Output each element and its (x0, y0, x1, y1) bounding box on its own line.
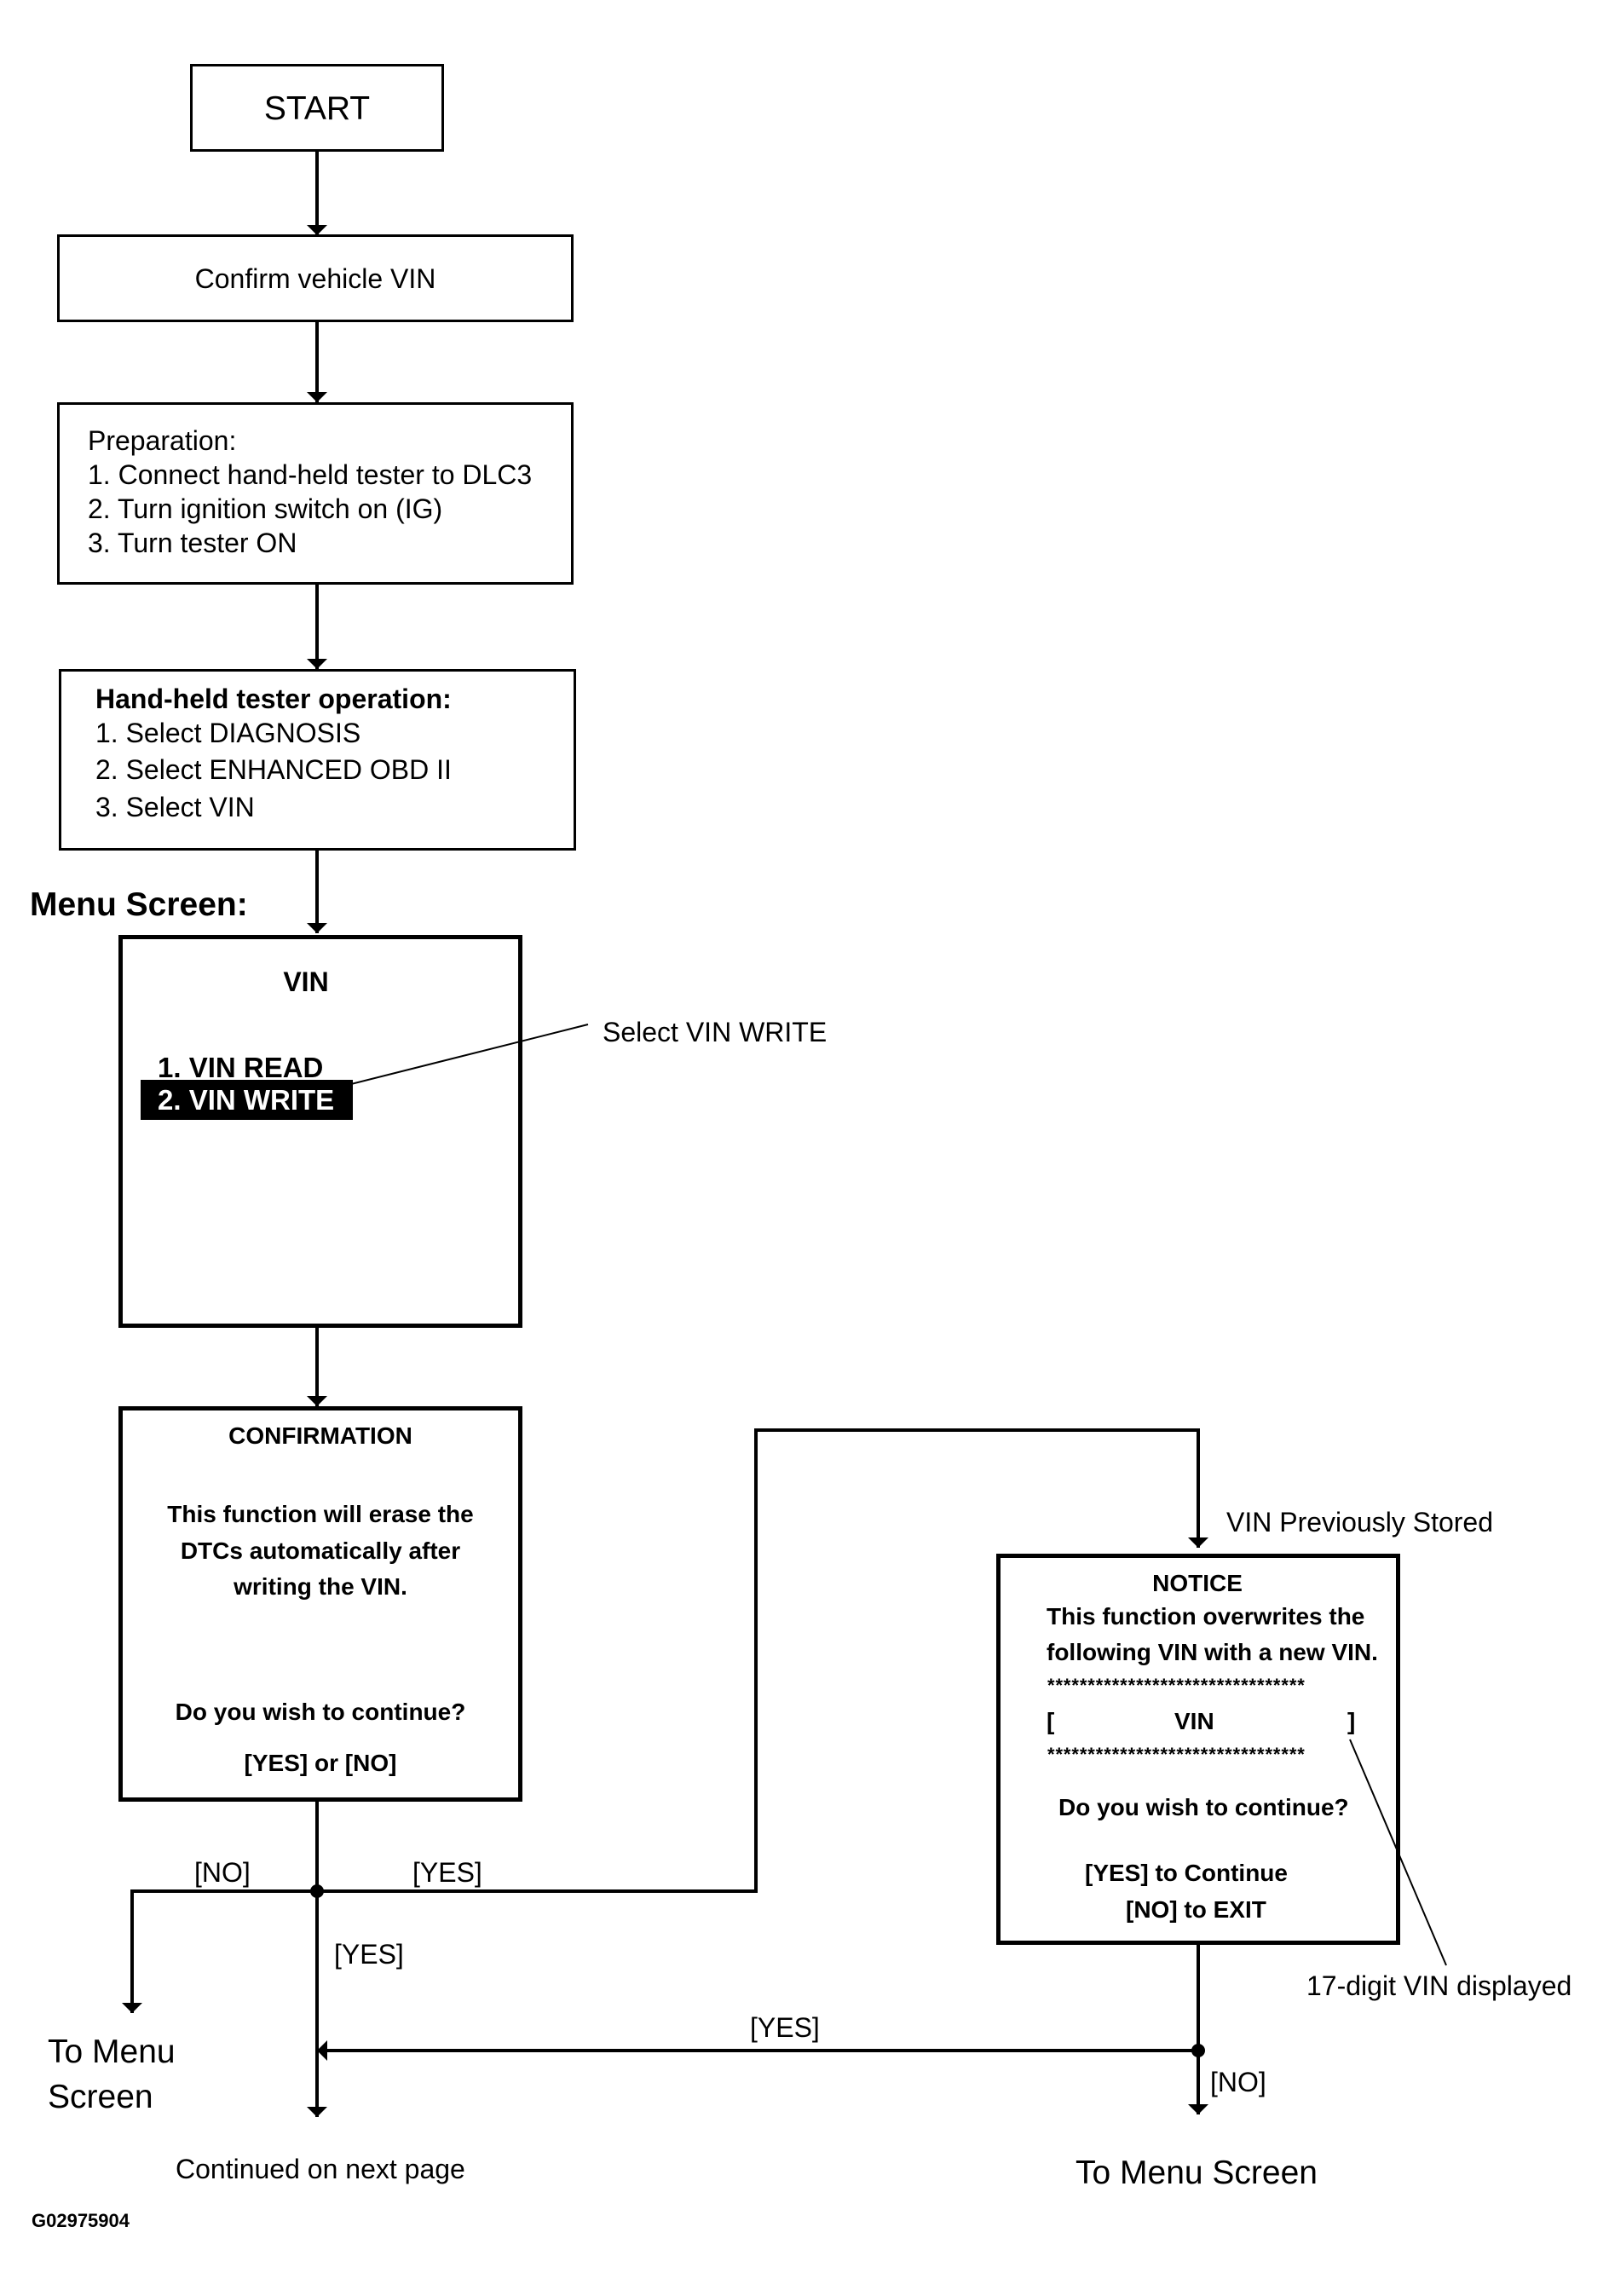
notice-bracket-open: [ (1047, 1708, 1055, 1734)
branch-label-yes-right: [YES] (412, 1857, 482, 1888)
start-box (190, 64, 444, 152)
vin-menu-title: VIN (283, 966, 329, 997)
preparation-text: Preparation: 1. Connect hand-held tester… (88, 424, 532, 560)
to-menu-screen-right: To Menu Screen (1076, 2155, 1318, 2191)
confirmation-title: CONFIRMATION (228, 1422, 412, 1449)
confirm-vin-box (57, 234, 574, 322)
notice-message-line: following VIN with a new VIN. (1047, 1639, 1378, 1665)
junction-dot-confirmation (310, 1884, 324, 1898)
notice-title: NOTICE (1152, 1570, 1243, 1596)
tester-operation-step: 2. Select ENHANCED OBD II (95, 754, 452, 785)
notice-no-option: [NO] to EXIT (1126, 1896, 1266, 1923)
menu-item-vin-read: 1. VIN READ (158, 1052, 324, 1083)
tester-operation-box (59, 669, 576, 851)
label-vin-previously-stored: VIN Previously Stored (1226, 1507, 1494, 1537)
continued-on-next-page: Continued on next page (176, 2154, 465, 2184)
preparation-step: 3. Turn tester ON (88, 528, 297, 558)
to-menu-screen-left: To Menu Screen (48, 2030, 176, 2120)
notice-stars-bottom: ******************************** (1047, 1744, 1306, 1765)
junction-dot-notice (1191, 2044, 1205, 2057)
notice-yes-option: [YES] to Continue (1085, 1860, 1288, 1886)
branch-label-yes-notice: [YES] (750, 2012, 820, 2043)
branch-label-no-notice: [NO] (1210, 2067, 1266, 2097)
confirmation-message-line: This function will erase the (167, 1501, 474, 1527)
start-label: START (263, 90, 371, 127)
tester-operation-step: 3. Select VIN (95, 792, 255, 822)
confirmation-options: [YES] or [NO] (244, 1750, 397, 1776)
confirm-vin-label: Confirm vehicle VIN (194, 263, 436, 294)
confirmation-message-line: writing the VIN. (234, 1573, 407, 1600)
preparation-step: 2. Turn ignition switch on (IG) (88, 493, 443, 524)
notice-stars-top: ******************************** (1047, 1675, 1306, 1696)
callout-select-vin-write: Select VIN WRITE (603, 1017, 828, 1047)
callout-17-digit-vin: 17-digit VIN displayed (1306, 1970, 1572, 2001)
tester-operation-step: 1. Select DIAGNOSIS (95, 718, 361, 748)
notice-bracket-close: ] (1347, 1708, 1356, 1734)
notice-message-line: This function overwrites the (1047, 1603, 1365, 1630)
menu-item-vin-write-highlighted: 2. VIN WRITE (141, 1080, 354, 1120)
notice-box (996, 1554, 1400, 1945)
branch-label-yes-down: [YES] (334, 1939, 404, 1970)
preparation-title: Preparation: (88, 425, 237, 456)
to-menu-screen-left-line: Screen (48, 2078, 153, 2115)
preparation-box (57, 402, 574, 585)
arrow-no-to-menu-left (122, 1889, 317, 2013)
confirmation-box (118, 1406, 522, 1802)
confirmation-question: Do you wish to continue? (175, 1699, 466, 1725)
figure-id: G02975904 (32, 2210, 130, 2231)
branch-label-no: [NO] (194, 1857, 251, 1888)
vin-menu-box (118, 935, 522, 1328)
callout-line-select-vin-write (347, 1024, 589, 1086)
arrow-yes-to-notice (317, 1428, 1208, 1893)
notice-vin-placeholder: VIN (1174, 1708, 1214, 1734)
notice-question: Do you wish to continue? (1058, 1794, 1349, 1820)
tester-operation-title: Hand-held tester operation: (95, 684, 452, 714)
preparation-step: 1. Connect hand-held tester to DLC3 (88, 459, 533, 490)
confirmation-message-line: DTCs automatically after (180, 1537, 461, 1564)
to-menu-screen-left-line: To Menu (48, 2034, 176, 2070)
menu-screen-heading: Menu Screen: (30, 886, 248, 923)
